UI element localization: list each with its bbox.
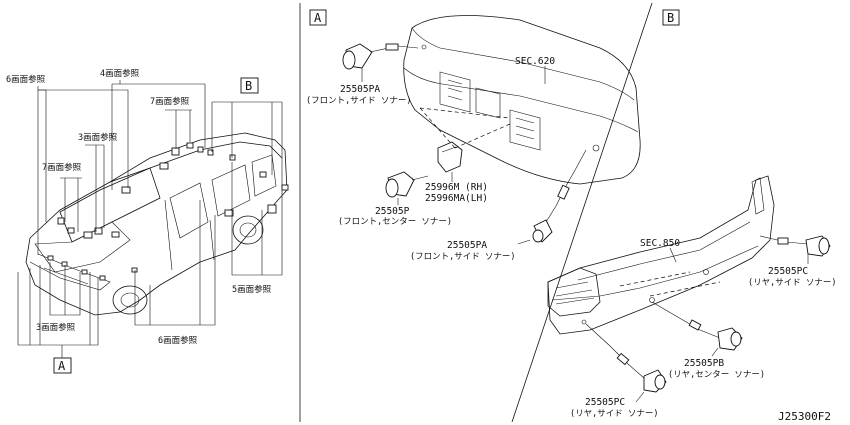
bracket-code-lh: 25996MA(LH)	[425, 193, 488, 204]
bracket-code-rh: 25996M (RH)	[425, 182, 488, 193]
callout-box-a-overview	[53, 357, 72, 374]
overview-leaders	[17, 80, 283, 358]
ref-6-bottom: 6画面参照	[158, 335, 198, 346]
front-side-sonar-bottom-desc: (フロント,サイド ソナー)	[410, 252, 515, 262]
rear-center-sonar	[651, 301, 743, 357]
rear-side-sonar-right	[759, 235, 831, 264]
panel-divider-diagonal	[511, 2, 653, 423]
diagram-code: J25300F2	[778, 410, 831, 423]
rear-side-sonar-right-code: 25505PC	[768, 266, 808, 277]
panel-b-box	[662, 9, 680, 26]
sonar-bracket	[437, 141, 463, 173]
callout-label-a-overview: A	[58, 359, 66, 373]
front-sec-ref: SEC.620	[515, 56, 555, 67]
ref-6-top: 6画面参照	[6, 74, 46, 85]
ref-7-top: 7画面参照	[150, 96, 190, 107]
rear-side-sonar-left-desc: (リヤ,サイド ソナー)	[570, 409, 658, 419]
rear-sec-ref: SEC.850	[640, 238, 680, 249]
vehicle-overview: 6画面参照 4画面参照 7画面参照 3画面参照 7画面参照 5画面参照 3画面参…	[6, 68, 289, 374]
van-illustration	[25, 132, 289, 316]
ref-4: 4画面参照	[100, 68, 140, 79]
rear-center-sonar-desc: (リヤ,センター ソナー)	[668, 370, 765, 380]
front-side-sonar-bottom	[517, 149, 587, 245]
panel-b-label: B	[667, 11, 674, 25]
front-center-sonar-code: 25505P	[375, 206, 410, 217]
front-center-sonar-desc: (フロント,センター ソナー)	[338, 217, 452, 227]
panel-a-box	[309, 9, 327, 26]
panel-a-label: A	[314, 11, 322, 25]
ref-3-bottom: 3画面参照	[36, 322, 76, 333]
ref-7-left: 7画面参照	[42, 162, 82, 173]
ref-3-top: 3画面参照	[78, 132, 118, 143]
rear-center-sonar-code: 25505PB	[684, 358, 724, 369]
front-bumper-illustration	[403, 15, 641, 185]
front-center-sonar	[385, 171, 429, 205]
panel-b-rear-bumper: B SEC.850 25505PC (リヤ,サイド ソナー)	[547, 9, 836, 419]
rear-side-sonar-left	[585, 323, 667, 403]
rear-side-sonar-left-code: 25505PC	[585, 397, 625, 408]
front-side-sonar-top-code: 25505PA	[340, 84, 380, 95]
callout-box-b-overview	[240, 77, 259, 94]
front-side-sonar-top-desc: (フロント,サイド ソナー)	[306, 96, 411, 106]
callout-label-b-overview: B	[245, 79, 252, 93]
front-side-sonar-top	[342, 43, 419, 82]
ref-5: 5画面参照	[232, 284, 272, 295]
rear-bumper-illustration	[547, 175, 775, 335]
rear-side-sonar-right-desc: (リヤ,サイド ソナー)	[748, 278, 836, 288]
panel-a-front-bumper: A SEC.620 25505PA (フロント,サイド ソナー)	[306, 9, 641, 262]
front-side-sonar-bottom-code: 25505PA	[447, 240, 487, 251]
